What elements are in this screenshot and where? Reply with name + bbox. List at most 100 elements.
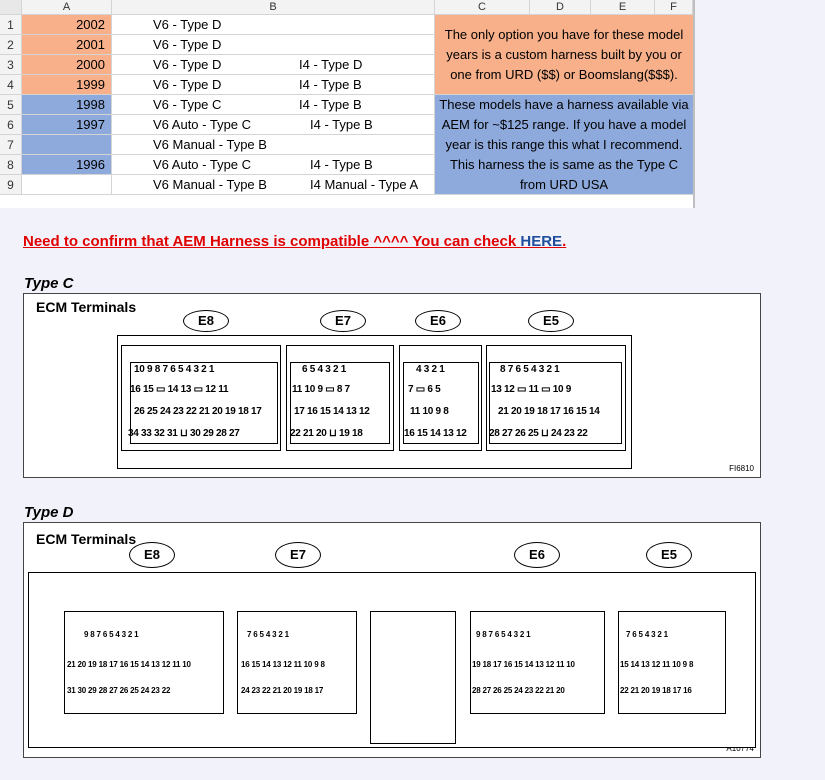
column-header-a[interactable]: A — [22, 0, 112, 15]
type-d-e8-row-1: 9 8 7 6 5 4 3 2 1 — [84, 630, 139, 639]
row-header[interactable]: 1 — [0, 15, 22, 35]
type-d-e8-row-3: 31 30 29 28 27 26 25 24 23 22 — [67, 686, 171, 695]
type-c-e7-label: E7 — [320, 310, 366, 332]
type-d-e8-label: E8 — [129, 542, 175, 568]
type-d-ecm-label: ECM Terminals — [36, 531, 137, 547]
cell-year[interactable]: 1996 — [22, 155, 112, 175]
here-link[interactable]: HERE — [520, 233, 563, 250]
type-d-e7-row-2: 16 15 14 13 12 11 10 9 8 — [241, 660, 325, 669]
column-header-c[interactable]: C — [435, 0, 530, 15]
type-c-e5-label: E5 — [528, 310, 574, 332]
type-c-ecm-label: ECM Terminals — [36, 299, 137, 315]
type-d-e7-connector — [237, 611, 357, 714]
type-c-e5-row-4: 28 27 26 25 ⊔ 24 23 22 — [489, 428, 588, 439]
type-c-figure-id: FI6810 — [729, 464, 754, 473]
model-v6: V6 - Type D — [153, 17, 222, 32]
model-i4: I4 - Type B — [299, 97, 362, 112]
cell-year[interactable]: 2002 — [22, 15, 112, 35]
type-c-e5-row-1: 8 7 6 5 4 3 2 1 — [500, 364, 560, 375]
row-header[interactable]: 6 — [0, 115, 22, 135]
column-header-f[interactable]: F — [655, 0, 693, 15]
type-c-e7-row-4: 22 21 20 ⊔ 19 18 — [290, 428, 363, 439]
type-c-e8-row-4: 34 33 32 31 ⊔ 30 29 28 27 — [128, 428, 240, 439]
select-all-corner[interactable] — [0, 0, 22, 15]
cell-year[interactable] — [22, 175, 112, 195]
type-d-e6-connector — [470, 611, 605, 714]
type-d-e8-connector — [64, 611, 224, 714]
type-d-e6-row-2: 19 18 17 16 15 14 13 12 11 10 — [472, 660, 575, 669]
cell-model[interactable]: V6 Manual - Type B — [112, 135, 435, 155]
cell-model[interactable]: V6 - Type D I4 - Type D — [112, 55, 435, 75]
row-header[interactable]: 7 — [0, 135, 22, 155]
row-header[interactable]: 8 — [0, 155, 22, 175]
cell-model[interactable]: V6 - Type D — [112, 35, 435, 55]
type-d-center-block — [370, 611, 456, 744]
note-suffix: . — [562, 233, 567, 250]
cell-model[interactable]: V6 - Type C I4 - Type B — [112, 95, 435, 115]
type-c-e7-pin-block — [290, 362, 390, 444]
type-c-e6-label: E6 — [415, 310, 461, 332]
model-v6: V6 Manual - Type B — [153, 137, 267, 152]
cell-year[interactable]: 1997 — [22, 115, 112, 135]
row-header[interactable]: 3 — [0, 55, 22, 75]
column-header-b[interactable]: B — [112, 0, 435, 15]
type-c-e6-row-2: 7 ▭ 6 5 — [408, 384, 441, 395]
type-d-e6-row-1: 9 8 7 6 5 4 3 2 1 — [476, 630, 531, 639]
row-header[interactable]: 2 — [0, 35, 22, 55]
type-d-title: Type D — [24, 504, 74, 521]
model-i4: I4 Manual - Type A — [310, 177, 419, 192]
cell-model[interactable]: V6 - Type D — [112, 15, 435, 35]
type-c-title: Type C — [24, 275, 74, 292]
note-orange-cell[interactable]: The only option you have for these model… — [435, 15, 693, 95]
row-header[interactable]: 5 — [0, 95, 22, 115]
cell-year[interactable]: 1999 — [22, 75, 112, 95]
type-d-e5-row-1: 7 6 5 4 3 2 1 — [626, 630, 668, 639]
model-i4: I4 - Type B — [310, 117, 373, 132]
cell-year[interactable]: 2001 — [22, 35, 112, 55]
model-v6: V6 Auto - Type C — [153, 117, 252, 132]
type-c-e8-row-1: 10 9 8 7 6 5 4 3 2 1 — [134, 364, 215, 375]
model-v6: V6 - Type D — [153, 37, 222, 52]
sheet-divider — [693, 0, 695, 208]
type-c-e5-pin-block — [489, 362, 622, 444]
row-header[interactable]: 9 — [0, 175, 22, 195]
type-c-e6-row-3: 11 10 9 8 — [410, 406, 449, 417]
column-header-d[interactable]: D — [530, 0, 591, 15]
type-c-diagram: ECM Terminals FI6810 E8 10 9 8 7 6 5 4 3… — [23, 293, 761, 478]
type-d-e5-row-3: 22 21 20 19 18 17 16 — [620, 686, 692, 695]
column-header-e[interactable]: E — [591, 0, 655, 15]
type-d-figure-id: A10774 — [726, 744, 754, 753]
model-v6: V6 Auto - Type C — [153, 157, 252, 172]
type-d-e7-label: E7 — [275, 542, 321, 568]
spreadsheet-grid: A B C D E F The only option you have for… — [0, 0, 693, 205]
type-c-e8-row-3: 26 25 24 23 22 21 20 19 18 17 — [134, 406, 262, 417]
type-c-e8-label: E8 — [183, 310, 229, 332]
note-blue-cell[interactable]: These models have a harness available vi… — [435, 95, 693, 195]
type-c-e6-pin-block — [403, 362, 479, 444]
type-d-e8-row-2: 21 20 19 18 17 16 15 14 13 12 11 10 — [67, 660, 191, 669]
type-c-e6-row-4: 16 15 14 13 12 — [404, 428, 467, 439]
cell-year[interactable] — [22, 135, 112, 155]
type-c-e5-row-2: 13 12 ▭ 11 ▭ 10 9 — [491, 384, 571, 395]
model-v6: V6 - Type D — [153, 77, 222, 92]
type-d-diagram: ECM Terminals A10774 E8 9 8 7 6 5 4 3 2 … — [23, 522, 761, 758]
type-d-e5-row-2: 15 14 13 12 11 10 9 8 — [620, 660, 694, 669]
type-d-e7-row-3: 24 23 22 21 20 19 18 17 — [241, 686, 324, 695]
type-d-e6-label: E6 — [514, 542, 560, 568]
row-header[interactable]: 4 — [0, 75, 22, 95]
compatibility-note-text: Need to confirm that AEM Harness is comp… — [23, 233, 521, 250]
compatibility-note: Need to confirm that AEM Harness is comp… — [23, 233, 566, 250]
cell-model[interactable]: V6 Auto - Type C I4 - Type B — [112, 115, 435, 135]
type-d-e5-label: E5 — [646, 542, 692, 568]
type-c-e7-row-2: 11 10 9 ▭ 8 7 — [292, 384, 350, 395]
model-i4: I4 - Type D — [299, 57, 363, 72]
type-c-e7-row-1: 6 5 4 3 2 1 — [302, 364, 346, 375]
cell-year[interactable]: 2000 — [22, 55, 112, 75]
model-v6: V6 - Type C — [153, 97, 222, 112]
type-c-e8-row-2: 16 15 ▭ 14 13 ▭ 12 11 — [130, 384, 229, 395]
model-v6: V6 - Type D — [153, 57, 222, 72]
cell-year[interactable]: 1998 — [22, 95, 112, 115]
